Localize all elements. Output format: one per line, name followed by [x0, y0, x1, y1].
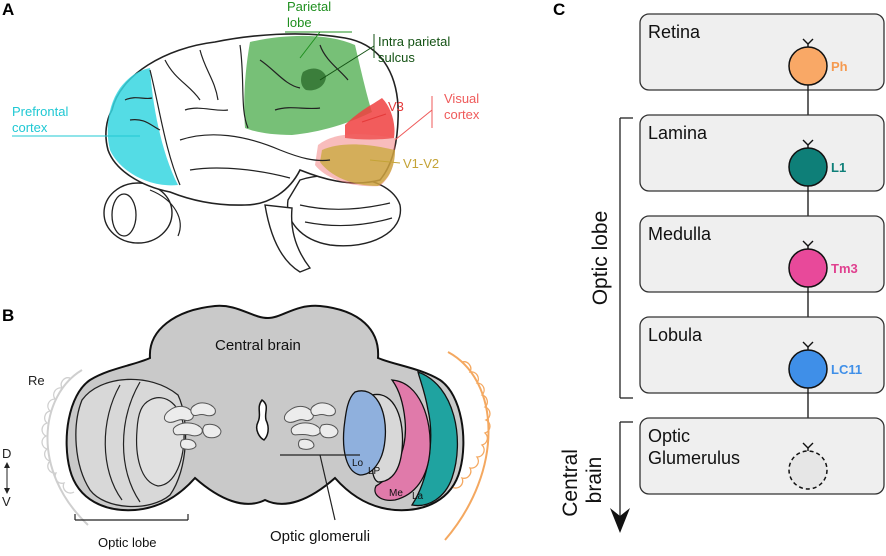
label-central-brain: Central brain — [215, 337, 301, 354]
right-glomeruli-cluster — [283, 402, 339, 450]
parietal-lobe-line-2: lobe — [287, 15, 312, 30]
arrow-down-icon — [610, 508, 630, 533]
cerebellum — [286, 174, 402, 247]
dv-axis: D V — [2, 446, 11, 509]
parietal-lobe-line-1: Parietal — [287, 0, 331, 14]
neuron-ph — [788, 46, 828, 86]
v1-v2-region — [320, 144, 395, 186]
lobula-region — [342, 390, 387, 476]
optic-glomeruli-pointer: Optic glomeruli — [270, 454, 370, 545]
svg-text:V1-V2: V1-V2 — [403, 156, 439, 171]
medulla-region — [374, 379, 431, 501]
brainstem — [264, 204, 312, 273]
label-la: La — [412, 491, 424, 502]
axis-ventral: V — [2, 494, 11, 509]
neuron-label: Ph — [831, 59, 848, 74]
optic-lobe-bracket-c: Optic lobe — [589, 117, 633, 399]
neuron-label: L1 — [831, 160, 846, 175]
optic-lobe-bracket-b: Optic lobe — [74, 514, 189, 550]
panel-c-letter: C — [553, 0, 565, 19]
svg-text:V3: V3 — [388, 99, 404, 114]
label-me: Me — [389, 488, 403, 499]
intra-parietal-sulcus-region — [301, 68, 326, 91]
central-brain-line-1: Central — [559, 449, 582, 517]
prefrontal-region — [107, 68, 178, 186]
label-intra-parietal-sulcus: Intra parietal sulcus — [319, 34, 454, 81]
label-visual-cortex: Visual cortex — [394, 91, 483, 141]
stage-name: Lobula — [648, 325, 703, 345]
label-prefrontal-cortex: Prefrontal cortex — [12, 104, 140, 137]
stage-name: Lamina — [648, 123, 708, 143]
svg-text:Intra parietal sulcus: Intra parietal sulcus — [378, 34, 454, 65]
svg-text:Central brain: Central brain — [559, 443, 606, 517]
label-lo: Lo — [352, 458, 364, 469]
left-retina — [41, 369, 89, 526]
neuron-tm3 — [788, 248, 828, 288]
eye-icon — [103, 182, 181, 244]
label-optic-glomeruli: Optic glomeruli — [270, 528, 370, 545]
central-brain-line-2: brain — [583, 457, 606, 504]
neuron-glomerulus — [788, 450, 828, 490]
panel-a-letter: A — [2, 0, 14, 19]
neuron-l1 — [788, 147, 828, 187]
stage-name: Glumerulus — [648, 448, 740, 468]
stage-name: Medulla — [648, 224, 712, 244]
svg-text:Parietal lobe: Parietal lobe — [287, 0, 335, 30]
svg-text:Visual cortex: Visual cortex — [444, 91, 483, 122]
label-retina-abbrev: Re — [28, 373, 45, 388]
v3-region — [345, 98, 395, 140]
neuron-lc11 — [788, 349, 828, 389]
stage-name: Retina — [648, 22, 701, 42]
midline-structure — [255, 398, 269, 441]
label-optic-lobe-c: Optic lobe — [589, 211, 612, 306]
stage-name: Optic — [648, 426, 690, 446]
label-lp: LP — [368, 466, 381, 477]
left-glomeruli-cluster — [163, 402, 222, 450]
lamina-region — [410, 370, 459, 507]
neuron-label: Tm3 — [831, 261, 858, 276]
right-retina — [444, 351, 491, 541]
fly-brain-illustration: Lo LP Me La — [41, 304, 491, 541]
label-optic-lobe-b: Optic lobe — [98, 535, 157, 550]
svg-text:Prefrontal cortex: Prefrontal cortex — [12, 104, 72, 135]
label-v1-v2: V1-V2 — [369, 156, 439, 171]
human-brain-illustration — [103, 33, 402, 273]
label-parietal-lobe: Parietal lobe — [285, 0, 352, 59]
central-brain-arrow: Central brain — [559, 421, 633, 533]
label-v3: V3 — [361, 99, 404, 123]
axis-dorsal: D — [2, 446, 11, 461]
pathway-diagram: RetinaPhLaminaL1MedullaTm3LobulaLC11Opti… — [639, 13, 885, 495]
panel-b-letter: B — [2, 306, 14, 325]
neuron-label: LC11 — [831, 362, 862, 377]
